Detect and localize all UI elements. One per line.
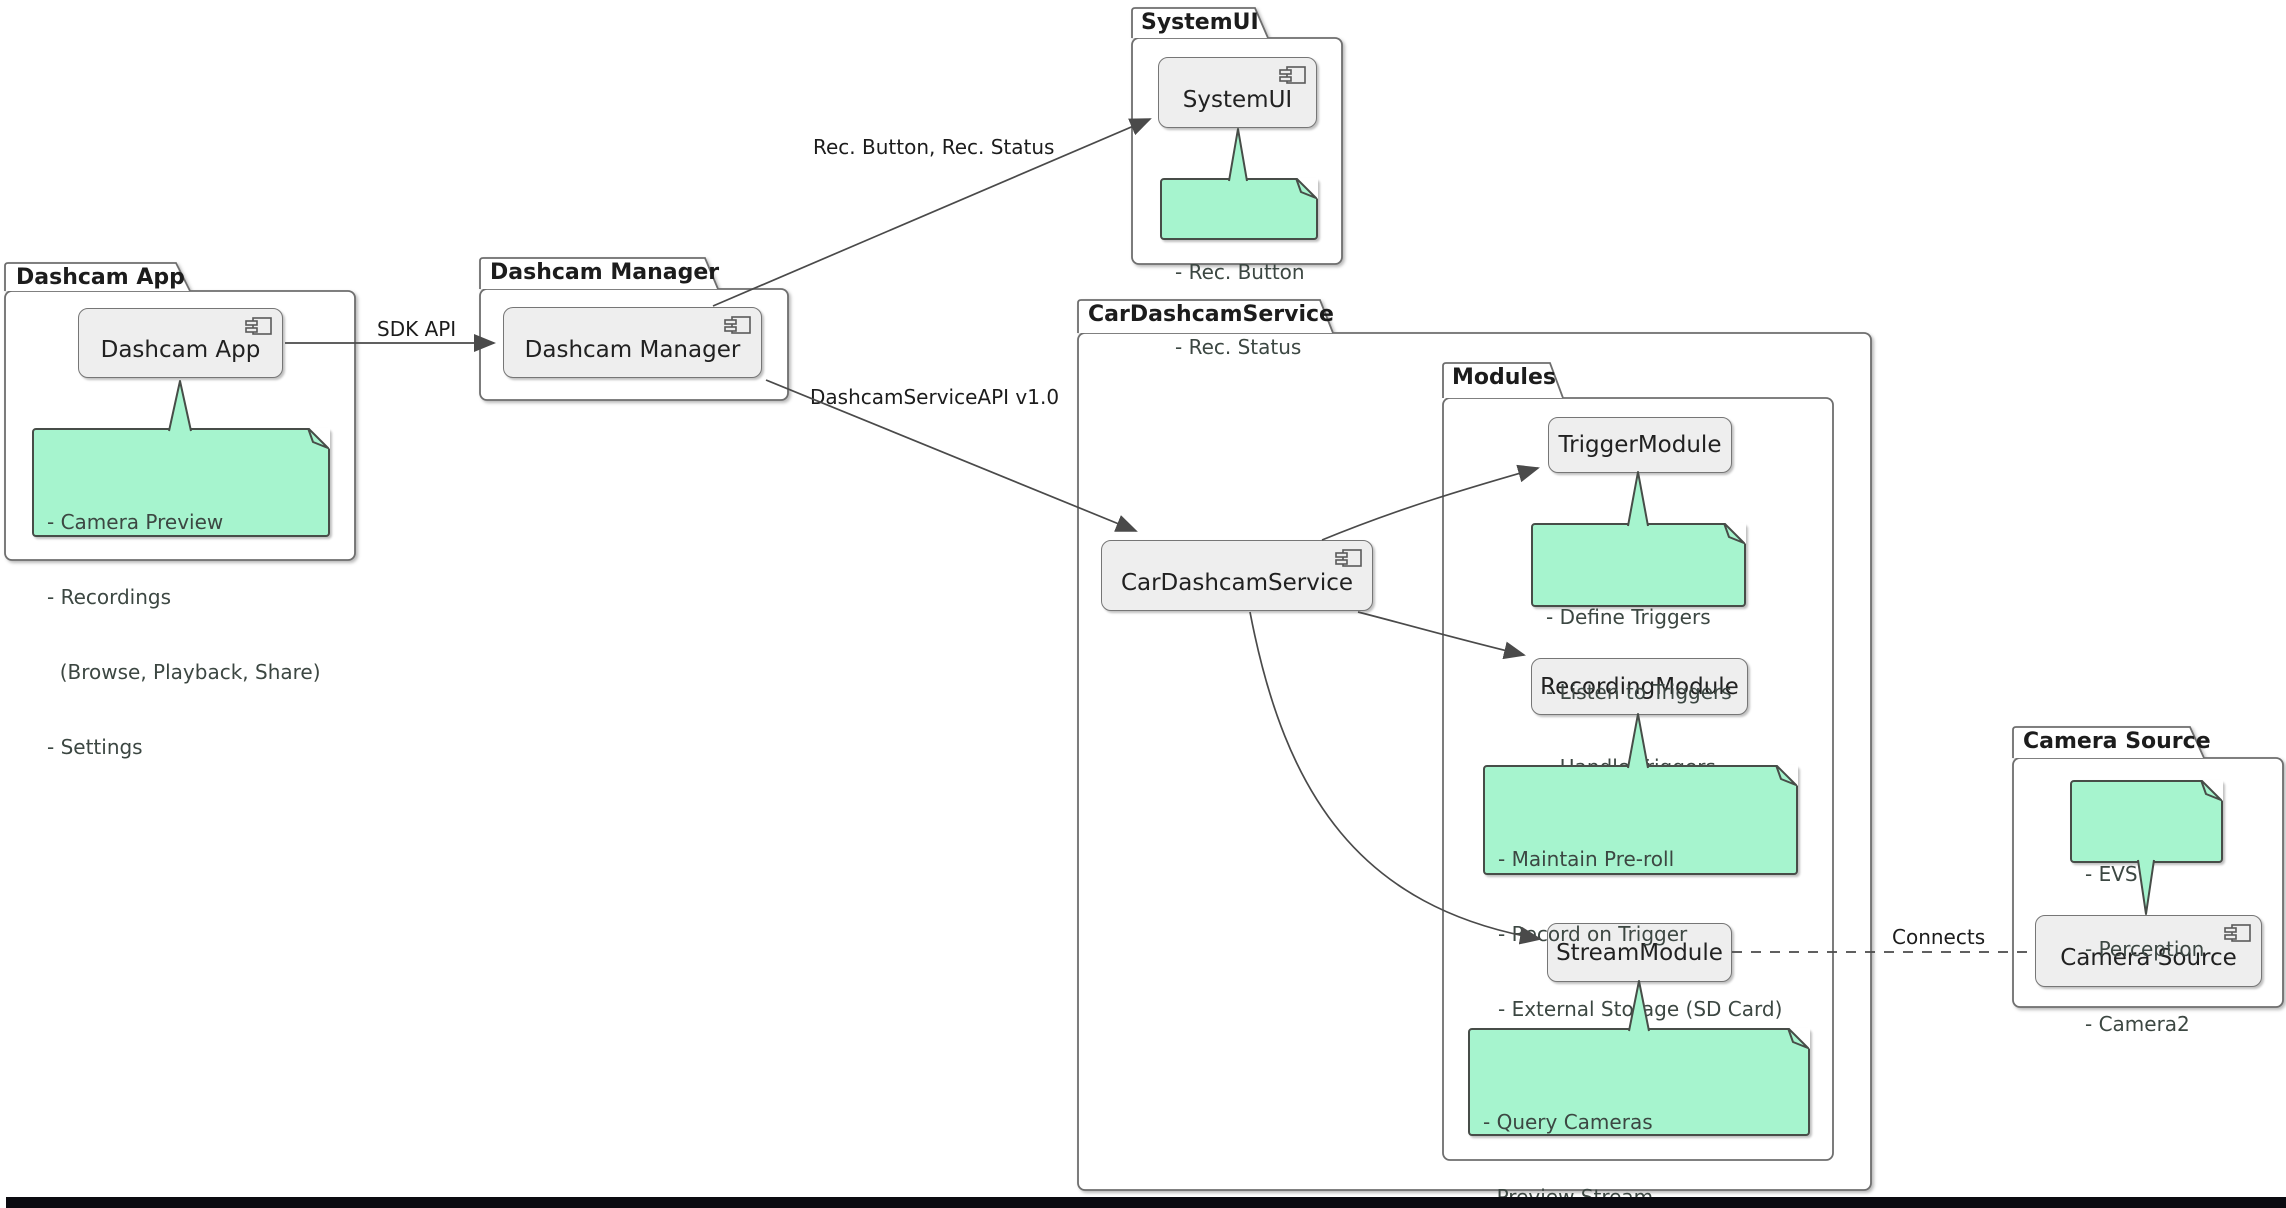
- note-line: - Listen to Triggers: [1546, 680, 1732, 704]
- note-line: - Settings: [47, 735, 143, 759]
- note-line: - Recordings: [47, 585, 172, 609]
- note-fold-icon: [2200, 780, 2223, 801]
- component-label: SystemUI: [1182, 86, 1293, 113]
- note-line: - Maintain Pre-roll: [1498, 847, 1675, 871]
- note-line: - Record on Trigger: [1498, 922, 1688, 946]
- edge-service-to-trigger: [1321, 464, 1540, 541]
- note-line: - EVS: [2085, 862, 2138, 886]
- component-label: CarDashcamService: [1120, 569, 1354, 596]
- edge-label-service-api: DashcamServiceAPI v1.0: [810, 385, 1060, 409]
- note-line: - Define Triggers: [1546, 605, 1711, 629]
- note-fold-icon: [307, 428, 330, 449]
- note-line: - Perception: [2085, 937, 2205, 961]
- note-line: - External Storage (SD Card): [1498, 997, 1783, 1021]
- note-pointer-trigger: [1627, 471, 1649, 527]
- package-title-dashcam-app: Dashcam App: [16, 265, 185, 290]
- note-fold-icon: [1295, 178, 1318, 199]
- edge-service-to-recording: [1357, 611, 1526, 660]
- component-label: Dashcam App: [100, 337, 261, 363]
- note-fold-icon: [1787, 1028, 1810, 1049]
- component-icon: [1335, 549, 1362, 567]
- note-line: - Query Cameras: [1483, 1110, 1653, 1134]
- edge-label-connects: Connects: [1892, 925, 1986, 949]
- bottom-edge-bar: [6, 1197, 2286, 1208]
- edge-label-sdk-api: SDK API: [377, 317, 457, 341]
- note-recordingmodule: - Maintain Pre-roll - Record on Trigger …: [1483, 765, 1798, 1096]
- component-triggermodule: TriggerModule: [1548, 417, 1732, 473]
- note-dashcam-app: - Camera Preview - Recordings (Browse, P…: [32, 428, 330, 759]
- note-triggermodule: - Define Triggers - Listen to Triggers -…: [1531, 523, 1746, 779]
- component-icon: [2224, 924, 2251, 942]
- component-dashcam-app: Dashcam App: [78, 308, 283, 378]
- note-line: - Rec. Button: [1175, 260, 1305, 284]
- package-title-camera-source: Camera Source: [2023, 729, 2211, 754]
- note-camera-source: - EVS - Perception - Camera2: [2070, 780, 2223, 1036]
- component-cardashcamservice: CarDashcamService: [1101, 540, 1373, 611]
- note-pointer-dashcam-app: [168, 380, 192, 432]
- note-systemui: - Rec. Button - Rec. Status: [1160, 178, 1318, 359]
- package-title-systemui: SystemUI: [1141, 10, 1259, 35]
- edge-label-rec-status: Rec. Button, Rec. Status: [813, 135, 1055, 159]
- component-systemui: SystemUI: [1158, 57, 1317, 128]
- component-label: Dashcam Manager: [524, 336, 741, 363]
- note-streammodule: - Query Cameras - Preview Stream - Snaps…: [1468, 1028, 1810, 1208]
- note-fold-icon: [1775, 765, 1798, 786]
- package-title-modules: Modules: [1452, 365, 1556, 390]
- component-icon: [1279, 66, 1306, 84]
- note-line: (Browse, Playback, Share): [47, 660, 321, 684]
- component-label: TriggerModule: [1558, 432, 1722, 458]
- package-title-dashcam-manager: Dashcam Manager: [490, 260, 720, 285]
- component-icon: [724, 316, 751, 334]
- note-line: - Rec. Status: [1175, 335, 1302, 359]
- note-pointer-systemui: [1228, 128, 1248, 182]
- note-line: - Camera2: [2085, 1012, 2190, 1036]
- component-dashcam-manager: Dashcam Manager: [503, 307, 762, 378]
- note-fold-icon: [1723, 523, 1746, 544]
- note-line: - Camera Preview: [47, 510, 224, 534]
- component-icon: [245, 317, 272, 335]
